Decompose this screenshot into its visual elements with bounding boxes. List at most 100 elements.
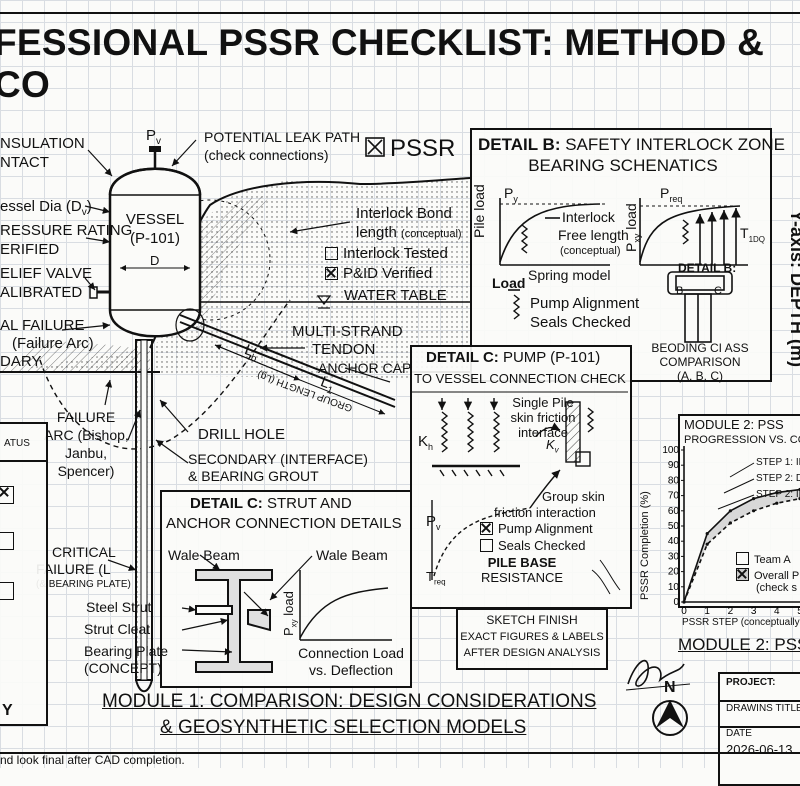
title-block: PROJECT: A DRAWINS TITLE DATE 2026-06-13	[718, 672, 800, 786]
module1-title-2: & GEOSYNTHETIC SELECTION MODELS	[160, 717, 527, 738]
label-relief-valve: ELIEF VALVE	[0, 265, 92, 282]
bearing-plate-concept: (CONCEPT)	[84, 660, 162, 676]
failure-arc-label-1: FAILURE	[56, 409, 116, 425]
tendon-label-2: TENDON	[312, 341, 376, 358]
kv-label: Kv	[546, 437, 559, 455]
pid-verified-check[interactable]: P&ID Verified	[325, 266, 432, 282]
drill-hole-label: DRILL HOLE	[198, 426, 285, 443]
detail-b-beoding-3: (A, B, C)	[676, 369, 723, 383]
vessel-p101	[89, 146, 202, 338]
m2-xtick-label: 4	[774, 606, 780, 617]
m2-ytick-label: 50	[668, 521, 680, 532]
status-checkbox-3[interactable]	[0, 582, 14, 600]
pile-base-resistance: RESISTANCE	[480, 570, 564, 585]
m2-step-leader	[717, 494, 755, 510]
bearing-grout-label: & BEARING GROUT	[188, 468, 319, 484]
m2-step-leader	[729, 462, 755, 478]
date-value: 2026-06-13	[726, 742, 793, 757]
detail-b-spring: Spring model	[528, 267, 611, 283]
detail-b-preq: Preq	[660, 185, 683, 204]
bearing-plate-label: Bearing Plate	[84, 643, 169, 659]
m2-ytick-label: 90	[668, 460, 680, 471]
detail-b-box	[470, 128, 772, 382]
detail-c-pump-box	[410, 345, 632, 609]
failure-arc-label-4: Spencer)	[57, 463, 115, 479]
sketch-finish-box	[456, 608, 608, 670]
interlock-length-label: length (conceptual)	[356, 224, 462, 241]
status-table: ATUS Y	[0, 422, 48, 726]
m2-xtick-label: 0	[681, 606, 687, 617]
m2-point	[682, 600, 686, 604]
checkbox-interlock-tested[interactable]	[325, 247, 338, 260]
detail-b-load: Load	[492, 275, 526, 291]
detail-b-free-length: Free length	[558, 227, 629, 243]
status-footer: Y	[2, 702, 13, 719]
status-checkbox-1[interactable]	[0, 486, 14, 504]
label-insulation: NSULATION	[0, 135, 85, 152]
drawing-canvas	[0, 137, 471, 693]
wale-beam-1: Wale Beam	[168, 547, 240, 563]
checkbox-pump-alignment[interactable]	[480, 522, 493, 535]
m2-series-line	[683, 497, 800, 603]
module2-xlabel: PSSR STEP (conceptually n	[682, 617, 800, 628]
label-al-failure: AL FAILURE	[0, 317, 85, 334]
drawing-title-label: DRAWINS TITLE	[726, 703, 800, 714]
checkbox-seals-checked[interactable]	[480, 539, 493, 552]
leak-path-label: POTENTIAL LEAK PATH	[204, 129, 361, 145]
detail-b-title: DETAIL B: SAFETY INTERLOCK ZONE	[478, 135, 785, 154]
detail-c-pump-subtitle: TO VESSEL CONNECTION CHECK	[414, 371, 626, 386]
legend-team-a: Team A	[736, 552, 791, 567]
soil-slope	[0, 178, 470, 380]
status-checkbox-2[interactable]	[0, 532, 14, 550]
leak-path-sub: (check connections)	[204, 147, 329, 163]
legend-swatch-team-a	[736, 552, 749, 565]
m2-xtick-label: 1	[704, 606, 710, 617]
m2-point	[705, 542, 709, 546]
detail-b-bb: DETAIL B:	[678, 261, 737, 275]
tendon	[175, 308, 396, 415]
m2-point	[705, 532, 709, 536]
pump-alignment-check[interactable]: Pump Alignment	[480, 522, 593, 536]
interlock-tested-check[interactable]: Interlock Tested	[325, 246, 448, 262]
detail-b-letter-c: C	[714, 285, 722, 297]
critical-label: CRITICAL	[52, 544, 116, 560]
label-dary: DARY	[0, 353, 42, 370]
label-pressure-rating: RESSURE RATING	[0, 222, 133, 239]
single-pile-label-3: interface	[518, 425, 568, 440]
wale-beam-2: Wale Beam	[316, 547, 388, 563]
module2-title-1: MODULE 2: PSS	[684, 417, 784, 432]
module2-chart: 0102030405060708090100012345	[662, 445, 800, 617]
single-pile-label-2: skin friction	[510, 410, 576, 425]
secondary-label: SECONDARY (INTERFACE)	[188, 451, 368, 467]
kh-label: Kh	[418, 433, 434, 452]
detail-b-beoding-1: BEODING CI ASS	[651, 341, 749, 355]
bearing-plate-small: (& BEARING PLATE)	[36, 579, 131, 590]
north-arrow-icon	[652, 700, 688, 736]
m2-xtick-label: 2	[728, 606, 734, 617]
m2-ytick-label: 100	[662, 445, 679, 456]
project-label: PROJECT:	[726, 677, 776, 688]
group-skin-label-2: friction interaction	[494, 505, 596, 520]
m2-series-line	[683, 488, 800, 603]
water-table-label: WATER TABLE	[344, 287, 447, 304]
seals-checked-check[interactable]: Seals Checked	[480, 539, 585, 553]
detail-b-conceptual: (conceptual)	[560, 245, 621, 257]
strut-cleat-label: Strut Cleat	[84, 621, 151, 637]
m2-ytick-label: 20	[668, 567, 680, 578]
module2-step-2: STEP 2: DO	[756, 473, 800, 484]
m2-point	[775, 490, 779, 495]
module1-title-1: MODULE 1: COMPARISON: DESIGN CONSIDERATI…	[102, 691, 597, 712]
checkbox-pid-verified[interactable]	[325, 267, 338, 280]
m2-xtick-label: 3	[751, 606, 757, 617]
vessel-dia-label: D	[150, 253, 160, 268]
detail-c-treq: Treq	[426, 569, 446, 587]
module2-title-2: PROGRESSION VS. CO	[684, 434, 800, 446]
pv-label: Pv	[146, 127, 162, 147]
module2-step-3: STEP 2: IN	[756, 489, 800, 500]
m2-ytick-label: 60	[668, 506, 680, 517]
module2-step-1: STEP 1: IN	[756, 457, 800, 468]
m2-ytick-label: 70	[668, 491, 680, 502]
ground-hatch-left	[0, 340, 150, 372]
m2-point	[752, 509, 756, 513]
detail-c-pump-graphics	[412, 391, 628, 595]
